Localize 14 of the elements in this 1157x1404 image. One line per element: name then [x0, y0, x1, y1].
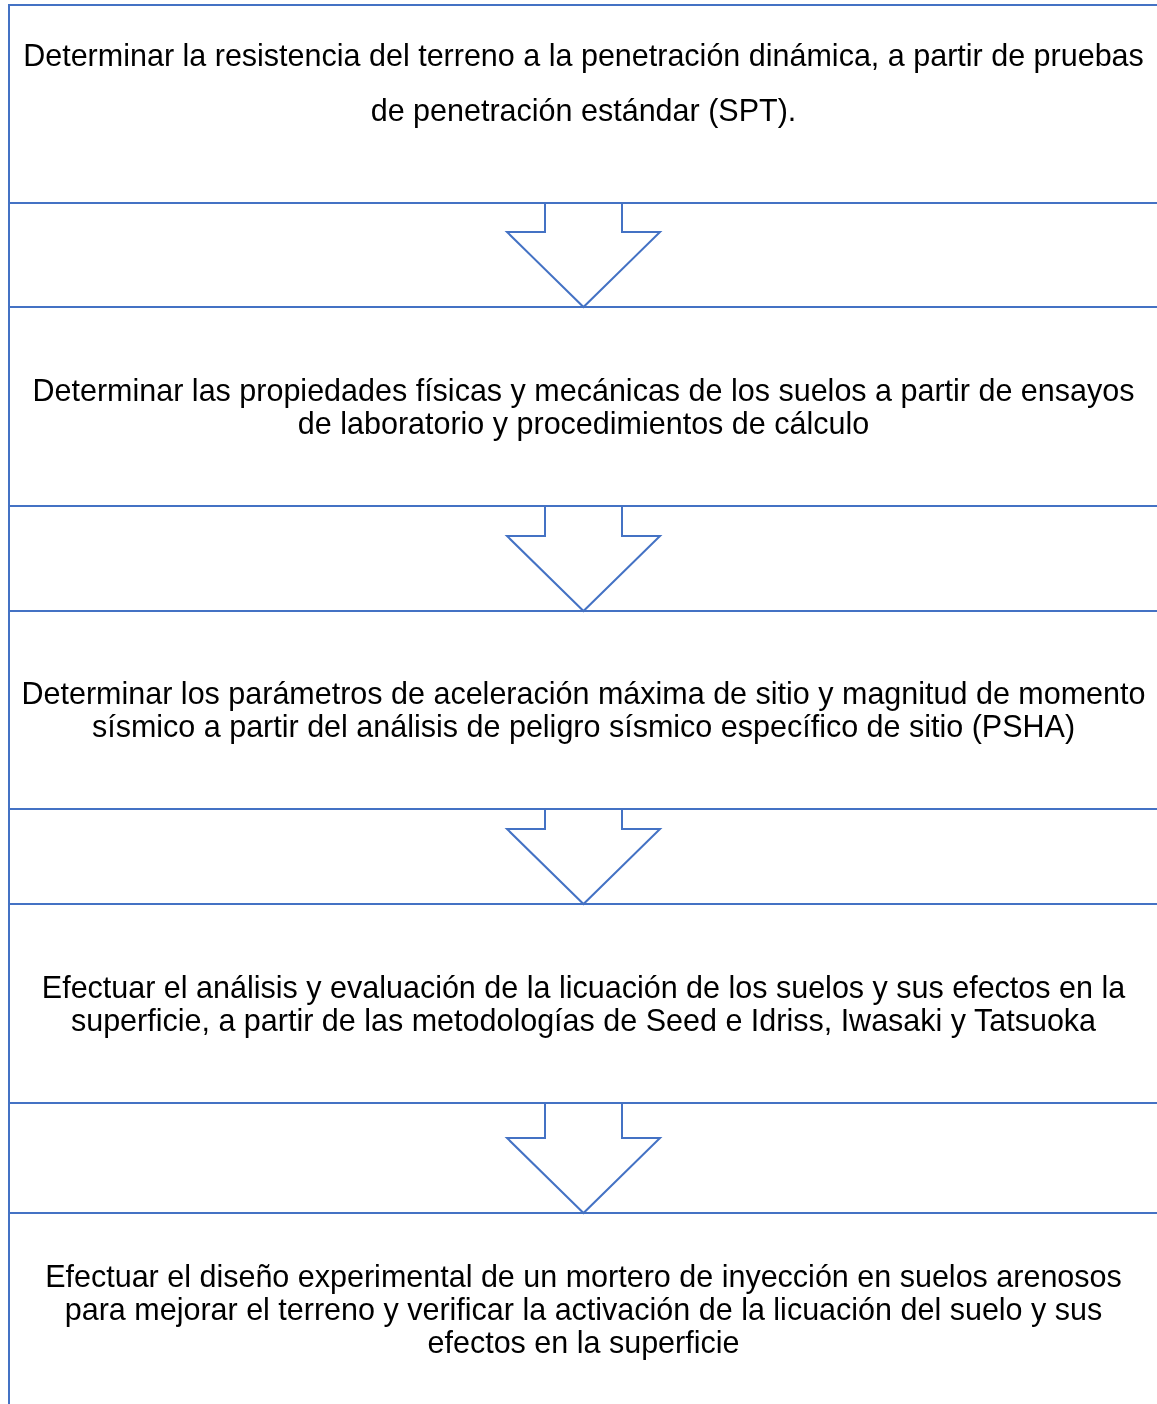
step-text: Determinar la resistencia del terreno a la penetración dinámica, a partir de pruebas de penetración estándar (SPT). — [22, 37, 1145, 130]
block-arrow — [504, 808, 663, 906]
block-arrow — [504, 505, 663, 613]
step-text: Efectuar el análisis y evaluación de la licuación de los suelos y sus efectos en la superficie, a partir de las metodologías de Seed e Idriss, Iwasaki y Tatsuoka — [40, 970, 1127, 1037]
process-box — [8, 1212, 1157, 1404]
block-arrow — [504, 1102, 663, 1215]
step-text: Determinar los parámetros de aceleración máxima de sitio y magnitud de momento sísmico a partir del análisis de peligro sísmico específico de sitio (PSHA) — [20, 677, 1147, 743]
step-text: Efectuar el diseño experimental de un mortero de inyección en suelos arenosos para mejorar el terreno y verificar la activación de la licuación del suelo y sus efectos en la superficie — [44, 1259, 1123, 1359]
process-box — [8, 903, 1157, 1102]
step-text: Determinar las propiedades físicas y mecánicas de los suelos a partir de ensayos de laboratorio y procedimientos de cálculo — [31, 373, 1136, 440]
process-box — [8, 610, 1157, 808]
block-arrow — [504, 202, 663, 309]
process-box — [8, 4, 1157, 202]
process-box — [8, 306, 1157, 505]
